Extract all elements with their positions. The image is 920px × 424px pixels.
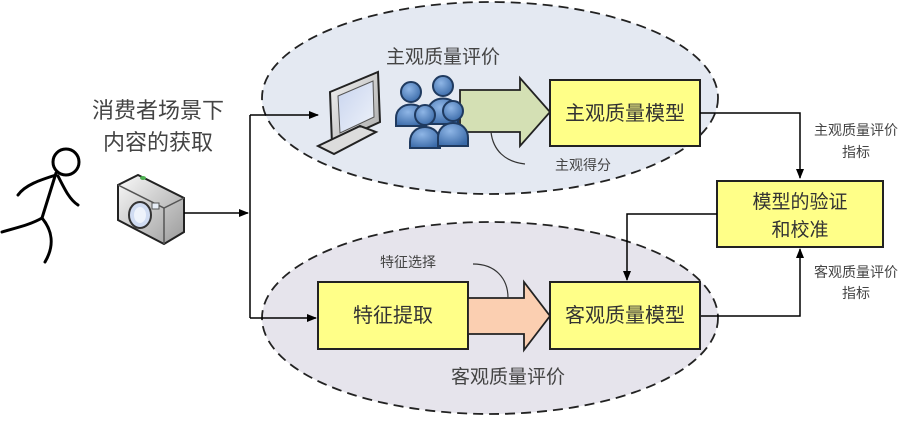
acquisition-title-line1: 消费者场景下 xyxy=(92,99,224,124)
running-person-icon xyxy=(0,147,81,264)
subjective-model-box xyxy=(549,79,701,147)
validation-label-2: 和校准 xyxy=(771,219,828,241)
calibration-feedback-connector xyxy=(623,213,717,281)
score-callout xyxy=(490,131,526,165)
objective-model-label: 客观质量模型 xyxy=(565,303,685,327)
subjective-model-label: 主观质量模型 xyxy=(565,101,685,125)
monitor-icon xyxy=(315,70,382,156)
subjective-group-label: 主观质量评价 xyxy=(386,46,500,68)
objective-group-label: 客观质量评价 xyxy=(451,366,565,388)
objective-model-box xyxy=(549,281,701,350)
objective-metric-label-2: 指标 xyxy=(842,286,870,302)
validation-label-1: 模型的验证 xyxy=(752,191,847,213)
subjective-score-label: 主观得分 xyxy=(555,157,611,174)
green-flow-arrow xyxy=(459,75,552,149)
orange-flow-arrow xyxy=(467,279,552,353)
feature-selection-label: 特征选择 xyxy=(380,255,436,271)
feature-extraction-label: 特征提取 xyxy=(353,303,433,327)
camera-icon xyxy=(117,173,185,246)
objective-metric-label-1: 客观质量评价 xyxy=(814,264,898,281)
selection-callout xyxy=(472,263,509,299)
subjective-metric-label-2: 指标 xyxy=(842,145,870,161)
objective-output-connector xyxy=(700,248,804,317)
subjective-output-connector xyxy=(700,112,804,179)
subjective-metric-label-1: 主观质量评价 xyxy=(814,123,898,139)
acquisition-title-line2: 内容的获取 xyxy=(103,131,213,156)
people-group-icon xyxy=(395,75,469,149)
validation-box xyxy=(716,180,884,248)
